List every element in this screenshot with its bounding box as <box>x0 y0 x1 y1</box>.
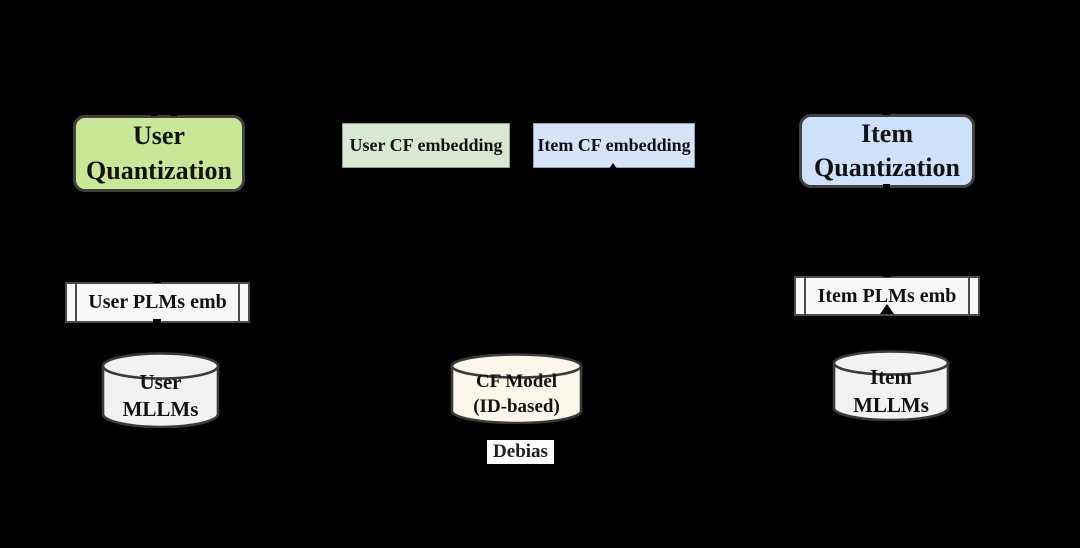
node-item-quantization: Item Quantization <box>799 114 975 188</box>
node-item-cf-embedding: Item CF embedding <box>533 123 695 168</box>
node-user-plms-emb: User PLMs emb <box>65 282 250 323</box>
arrowhead-mark <box>882 111 890 115</box>
arrowhead-mark <box>153 279 161 283</box>
predefined-process-left-line <box>75 284 77 321</box>
node-user-cf-embedding: User CF embedding <box>342 123 510 168</box>
node-user-plms-emb-label: User PLMs emb <box>88 291 227 313</box>
cylinder-shape <box>450 353 583 424</box>
predefined-process-right-line <box>238 284 240 321</box>
arrowhead-mark <box>151 112 158 116</box>
arrowhead-up-mark <box>880 304 894 314</box>
node-user-quantization: User Quantization <box>73 115 245 192</box>
node-item-mllms-label: Item MLLMs <box>853 365 929 417</box>
node-item-plms-emb-label: Item PLMs emb <box>817 284 957 307</box>
arrowhead-mark <box>153 319 161 323</box>
node-debias: Debias <box>487 440 554 464</box>
node-user-mllms: User MLLMs <box>101 352 220 428</box>
node-item-mllms: Item MLLMs <box>832 350 950 421</box>
predefined-process-left-line <box>804 278 806 314</box>
node-cf-model: CF Model (ID-based) <box>450 353 583 424</box>
arrowhead-mark <box>883 184 890 188</box>
arrowhead-mark <box>170 111 177 116</box>
node-user-mllms-label: User MLLMs <box>122 369 199 421</box>
cylinder-shape <box>832 350 950 421</box>
arrowhead-mark <box>883 273 891 277</box>
predefined-process-right-line <box>968 278 970 314</box>
node-cf-model-label: CF Model (ID-based) <box>473 370 560 417</box>
arrowhead-up-mark <box>606 163 620 173</box>
cylinder-shape <box>101 352 220 428</box>
